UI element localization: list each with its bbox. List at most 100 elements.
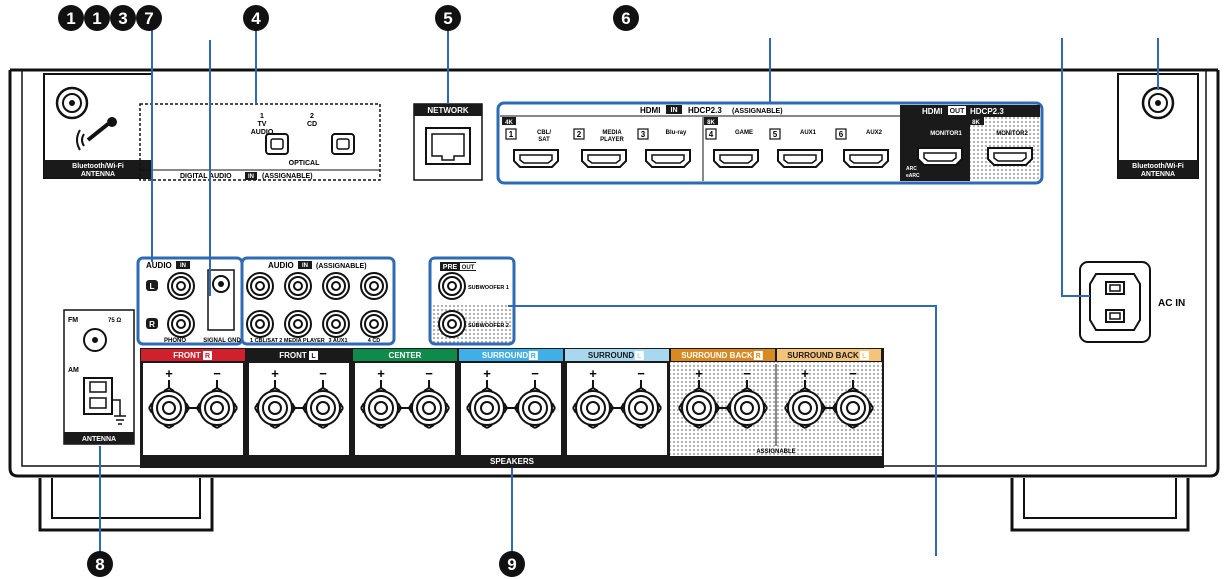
- callouts: 1 1 3 7 4 5 6 8 9: [58, 5, 639, 577]
- assign-audio-title: AUDIO: [268, 261, 294, 270]
- plus-sign: +: [165, 366, 173, 381]
- earc-label: eARC: [906, 173, 920, 179]
- hdmi-port-num-box: [705, 128, 717, 140]
- fm-ohm-label: 75 Ω: [108, 318, 121, 324]
- callout-5: 5: [443, 9, 452, 28]
- optical-in1-num: 1: [260, 113, 264, 120]
- assign-jack: [360, 272, 388, 300]
- signal-gnd-label: SIGNAL GND: [203, 338, 241, 344]
- optical-port-1: [265, 133, 289, 155]
- plus-sign: +: [483, 366, 491, 381]
- left-foot: [38, 478, 214, 532]
- optical-label: OPTICAL: [289, 160, 320, 167]
- network-section: NETWORK: [413, 103, 483, 181]
- assign-label-1: 1 CBL/SAT: [250, 338, 279, 344]
- assign-label-3: 3 AUX1: [328, 338, 347, 344]
- plus-sign: +: [801, 366, 809, 381]
- speaker-side: R: [756, 353, 761, 360]
- assign-label-2: 2 MEDIA PLAYER: [279, 338, 324, 344]
- monitor1-label: MONITOR1: [930, 131, 962, 137]
- assign-in-badge: IN: [302, 263, 308, 269]
- pre-title: PRE: [443, 264, 458, 271]
- hdmi-out-8k: 8K: [972, 120, 980, 126]
- speaker-header: [141, 349, 245, 361]
- right-foot: [1010, 478, 1190, 532]
- assign-jack: [360, 310, 388, 338]
- speaker-channel-name: FRONT: [279, 351, 307, 360]
- sub2-label: SUBWOOFER 2: [468, 323, 509, 329]
- speaker-side-badge: [859, 351, 869, 360]
- hdmi-port-name-2: SAT: [538, 137, 550, 143]
- subwoofer1-jack: [438, 272, 466, 300]
- speakers-assignable: ASSIGNABLE: [756, 449, 795, 455]
- subwoofer2-jack: [438, 310, 466, 338]
- hdmi-port-num-box: [637, 128, 649, 140]
- audio-in-phono-section: AUDIO IN L R PHONO SIGNAL GND: [136, 256, 244, 346]
- hdmi-in-port: [713, 149, 759, 168]
- speaker-side-badge: [753, 351, 763, 360]
- digital-audio-in-badge: IN: [248, 174, 254, 180]
- hdmi-out-hdcp: HDCP2.3: [970, 107, 1004, 116]
- phono-in-badge: IN: [180, 263, 186, 269]
- sub1-label: SUBWOOFER 1: [468, 285, 509, 291]
- callout-4: 4: [251, 9, 261, 28]
- callout-1a: 1: [66, 9, 75, 28]
- hdmi-port-num: 6: [839, 130, 844, 139]
- optical-in1-name2: AUDIO: [251, 129, 274, 136]
- hdmi-port-name-1: MEDIA: [602, 130, 622, 136]
- plus-sign: +: [695, 366, 703, 381]
- assign-jack: [284, 310, 312, 338]
- hdmi-port-num: 5: [773, 130, 778, 139]
- hdmi-4k-badge: 4K: [505, 120, 513, 126]
- bt-antenna-left: Bluetooth/Wi-Fi ANTENNA: [43, 73, 153, 179]
- speaker-side: R: [205, 353, 210, 360]
- hdmi-port-name-1: Blu-ray: [666, 130, 687, 136]
- assign-jack: [322, 310, 350, 338]
- speaker-header: [247, 349, 351, 361]
- leader-lines: [99, 28, 1159, 556]
- assign-label-4: 4 CD: [368, 338, 381, 344]
- network-label: NETWORK: [427, 106, 469, 115]
- hdmi-out-badge: OUT: [950, 108, 966, 115]
- hdmi-port-num-box: [835, 128, 847, 140]
- monitor2-label: MONITOR2: [996, 131, 1028, 137]
- digital-audio-section: 1 TV AUDIO 2 CD OPTICAL DIGITAL AUDIO IN…: [139, 103, 381, 181]
- ac-in-label: AC IN: [1158, 298, 1185, 309]
- hdmi-in-label: HDMI: [640, 106, 660, 115]
- phono-audio-title: AUDIO: [146, 261, 172, 270]
- antenna-label: ANTENNA: [82, 436, 116, 443]
- optical-port-2: [331, 133, 355, 155]
- hdmi-port-num: 1: [509, 130, 514, 139]
- speaker-channel-name: FRONT: [173, 351, 201, 360]
- hdmi-port-num: 2: [577, 130, 582, 139]
- phono-l-label: L: [150, 282, 155, 291]
- digital-audio-title: DIGITAL AUDIO: [180, 173, 232, 180]
- hdmi-in-port: [843, 149, 889, 168]
- bt-left-line1: Bluetooth/Wi-Fi: [72, 163, 124, 170]
- phono-l-jack: [167, 272, 195, 300]
- hdmi-port-num: 4: [709, 130, 714, 139]
- speaker-channel-name: SURROUND: [482, 351, 528, 360]
- phono-label: PHONO: [164, 338, 186, 344]
- speaker-channel-name: SURROUND: [588, 351, 634, 360]
- speaker-channel-name: SURROUND BACK: [787, 351, 859, 360]
- assign-jack: [246, 272, 274, 300]
- hdmi-port-name-2: PLAYER: [600, 137, 624, 143]
- phono-r-label: R: [149, 320, 155, 329]
- hdmi-in-assignable: (ASSIGNABLE): [732, 108, 783, 115]
- audio-in-assign-section: AUDIO IN (ASSIGNABLE) 1 CBL/SAT 2 MEDIA …: [240, 256, 396, 346]
- speaker-header: [777, 349, 881, 361]
- optical-in2-name: CD: [307, 121, 317, 128]
- hdmi-port-name-1: AUX2: [866, 130, 883, 136]
- speaker-side-badge: [203, 351, 212, 360]
- callout-1b: 1: [92, 9, 101, 28]
- assign-jack: [322, 272, 350, 300]
- digital-audio-assignable: (ASSIGNABLE): [262, 173, 313, 180]
- minus-sign: −: [319, 366, 327, 381]
- speaker-side: L: [311, 353, 316, 360]
- callout-8: 8: [95, 555, 104, 574]
- speakers-label: SPEAKERS: [490, 457, 535, 466]
- hdmi-in-hdcp: HDCP2.3: [688, 106, 722, 115]
